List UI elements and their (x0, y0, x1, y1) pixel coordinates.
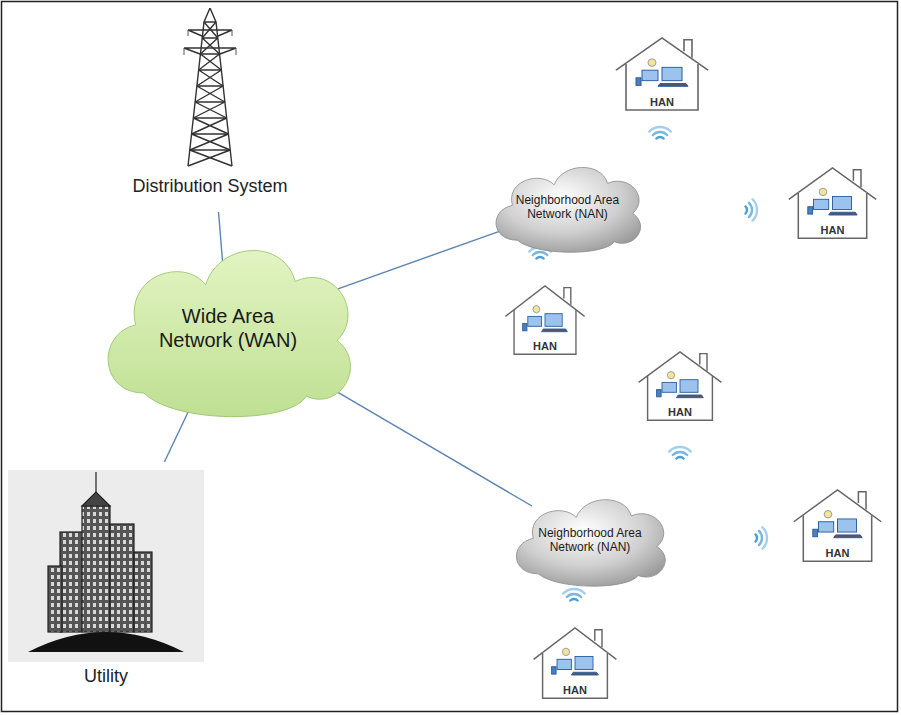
home-area-network-house: HAN (790, 488, 885, 563)
wifi-arc (749, 203, 752, 217)
utility-building: Utility (8, 462, 204, 708)
network-label: HAN (650, 406, 710, 419)
network-label: HAN (632, 96, 692, 109)
network-link (338, 392, 532, 506)
wifi-arc (759, 531, 762, 545)
node-label: Wide Area Network (WAN) (143, 304, 313, 352)
wifi-arc (755, 534, 757, 541)
distribution-tower: Distribution System (112, 4, 308, 212)
network-label: HAN (545, 684, 605, 697)
nan-cloud: Neighborhood Area Network (NAN) (520, 506, 660, 574)
home-area-network-house: HAN (502, 284, 588, 356)
home-area-network-house: HAN (635, 350, 725, 422)
wan-cloud-shape (118, 262, 338, 394)
wifi-arc (656, 137, 663, 139)
home-area-network-house: HAN (612, 36, 712, 112)
wan-cloud: Wide Area Network (WAN) (118, 262, 338, 394)
network-label: HAN (808, 547, 868, 560)
wifi-arc (570, 599, 577, 601)
node-label: Neighborhood Area Network (NAN) (512, 193, 624, 222)
wifi-arc (533, 252, 547, 255)
network-label: HAN (803, 224, 863, 237)
wifi-arc (669, 447, 691, 452)
wifi-arc (745, 206, 747, 213)
wifi-arc (567, 594, 581, 597)
network-label: HAN (515, 340, 575, 353)
network-link (219, 212, 223, 262)
node-label: Distribution System (112, 176, 308, 198)
node-label: Utility (11, 666, 201, 688)
wifi-arc (762, 527, 767, 549)
home-area-network-house: HAN (785, 166, 880, 240)
wifi-arc (752, 199, 757, 221)
node-label: Neighborhood Area Network (NAN) (534, 526, 646, 555)
home-area-network-house: HAN (530, 626, 620, 700)
nan-cloud: Neighborhood Area Network (NAN) (500, 174, 635, 240)
network-link (338, 231, 500, 289)
wifi-arc (536, 257, 543, 259)
wifi-arc (676, 457, 683, 459)
wifi-arc (649, 127, 671, 132)
wifi-arc (563, 589, 585, 594)
wifi-arc (673, 452, 687, 455)
wifi-arc (653, 132, 667, 135)
